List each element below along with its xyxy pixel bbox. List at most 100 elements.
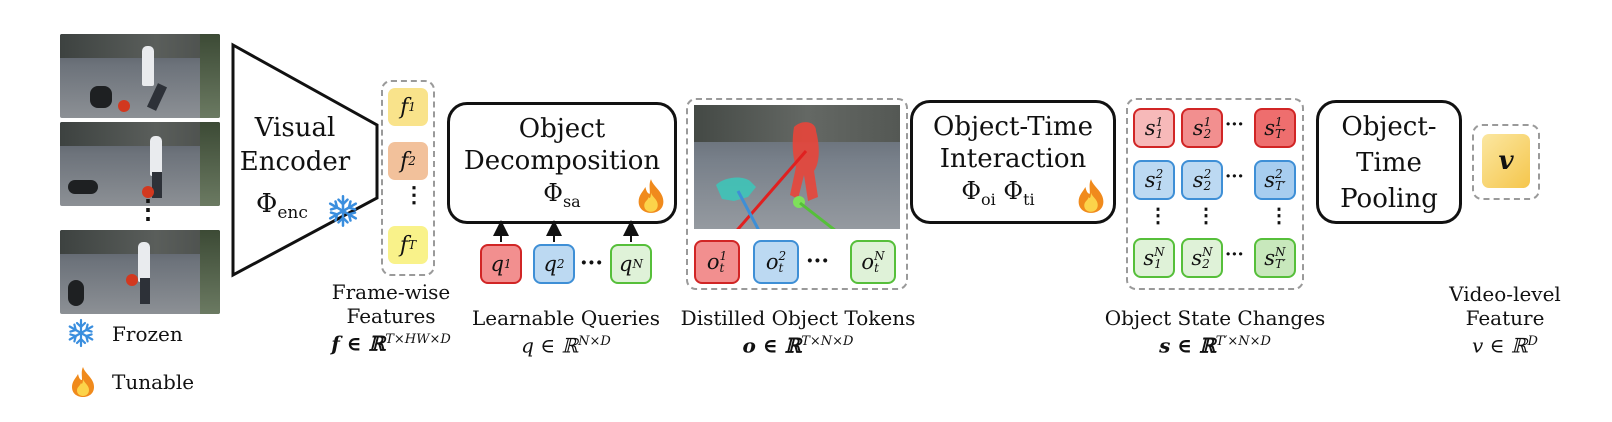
frames-ellipsis: ⋮ (135, 195, 161, 225)
query-sub: N (632, 257, 643, 271)
feature-token-base: f (399, 232, 409, 258)
object-token-sub: t (719, 261, 725, 275)
state-base: s (1144, 168, 1156, 192)
object-tokens-group (686, 98, 908, 290)
state-sub: T′ (1275, 179, 1286, 193)
pooling-line3: Pooling (1340, 184, 1438, 214)
object-token-sub: t (874, 261, 879, 275)
encoder-line2: Encoder (239, 147, 351, 177)
feature-token-sub: 2 (408, 154, 416, 168)
decomposition-line1: Object (518, 114, 606, 144)
queries-formula: q ∈ ℝN×D (466, 330, 666, 358)
formula-main: s ∈ ℝ (1159, 333, 1216, 358)
pooling-line1: Object- (1341, 112, 1437, 142)
object-token-base: o (765, 250, 779, 274)
phi-sa: Φ (543, 179, 563, 207)
interaction-flame-icon (1076, 178, 1106, 218)
state-changes-caption: Object State Changes s ∈ ℝT′×N×D (1100, 306, 1330, 358)
query-base: q (543, 252, 557, 276)
state-base: s (1264, 246, 1276, 270)
caption-line: Object State Changes (1104, 306, 1326, 330)
state-ellipsis: ··· (1225, 166, 1244, 187)
video-frame-3 (60, 230, 220, 314)
state-sup: 2 (1155, 167, 1164, 181)
state-sup: 1 (1155, 115, 1164, 129)
state-sub: T′ (1275, 127, 1286, 141)
state-sub: 2 (1202, 257, 1210, 271)
encoder-symbol: Φenc (256, 191, 308, 225)
state-base: s (1264, 168, 1276, 192)
state-sup: 2 (1275, 167, 1283, 181)
formula-sup: T×HW×D (385, 332, 451, 347)
state-sub: T′ (1275, 257, 1286, 271)
video-feature-group (1472, 124, 1540, 200)
formula-main: v ∈ ℝ (1472, 333, 1528, 358)
state-sup: 1 (1275, 115, 1283, 129)
state-sup: 2 (1203, 167, 1212, 181)
object-tokens-caption: Distilled Object Tokens o ∈ ℝT×N×D (680, 306, 916, 358)
state-col-ellipsis: ⋮ (1269, 203, 1289, 227)
formula-main: q ∈ ℝ (521, 333, 579, 358)
object-token-base: o (706, 250, 720, 274)
state-sup: N (1275, 245, 1286, 259)
encoder-snowflake-icon (326, 194, 360, 232)
state-sup: N (1154, 245, 1165, 259)
video-feature-base: v (1498, 146, 1514, 176)
caption-line: Learnable Queries (472, 306, 660, 330)
phi-ti: Φ (1003, 177, 1024, 205)
formula-main: f ∈ ℝ (331, 331, 386, 356)
frame-features-caption: Frame-wise Features f ∈ ℝT×HW×D (316, 280, 466, 356)
visual-encoder-title: Visual Encoder (236, 111, 354, 179)
object-token-sup: N (874, 249, 885, 263)
feature-token-sub: 1 (408, 100, 416, 114)
feature-token-base: f (400, 148, 409, 174)
state-sub: 2 (1203, 179, 1212, 193)
state-base: s (1264, 116, 1276, 140)
state-col-ellipsis: ⋮ (1148, 203, 1168, 227)
feature-token-sub: T (408, 238, 417, 252)
query-base: q (619, 252, 633, 276)
state-sub: 1 (1155, 127, 1164, 141)
state-changes-formula: s ∈ ℝT′×N×D (1100, 330, 1330, 358)
tunable-label: Tunable (112, 370, 195, 394)
state-ellipsis: ··· (1225, 114, 1244, 135)
phi-oi: Φ (961, 177, 982, 205)
object-token-ellipsis: ··· (806, 248, 829, 274)
object-token-sub: t (778, 261, 784, 275)
caption-line: Features (346, 304, 436, 328)
video-frame-2 (60, 122, 220, 206)
caption-line: Video-level (1449, 282, 1561, 306)
query-sub: 2 (556, 257, 565, 271)
state-base: s (1192, 116, 1204, 140)
visual-encoder-shape (231, 42, 379, 278)
phi-ti-sub: ti (1023, 189, 1035, 209)
formula-sup: D (1527, 334, 1538, 349)
query-base: q (490, 252, 504, 276)
object-token-base: o (861, 250, 875, 274)
state-sub: 2 (1203, 127, 1212, 141)
decomposition-line2: Decomposition (463, 146, 661, 176)
video-feature-token: v (1482, 134, 1530, 188)
video-feature-formula: v ∈ ℝD (1430, 330, 1580, 358)
formula-sup: T×N×D (801, 334, 854, 349)
interaction-line2: Interaction (939, 144, 1087, 174)
frozen-label: Frozen (112, 322, 183, 346)
object-token-sup: 2 (778, 249, 787, 263)
feature-token-base: f (400, 94, 409, 120)
encoder-line1: Visual (254, 113, 336, 143)
snowflake-icon (66, 318, 96, 352)
pooling-line2: Time (1356, 148, 1422, 178)
segmented-frame-image (694, 105, 900, 229)
